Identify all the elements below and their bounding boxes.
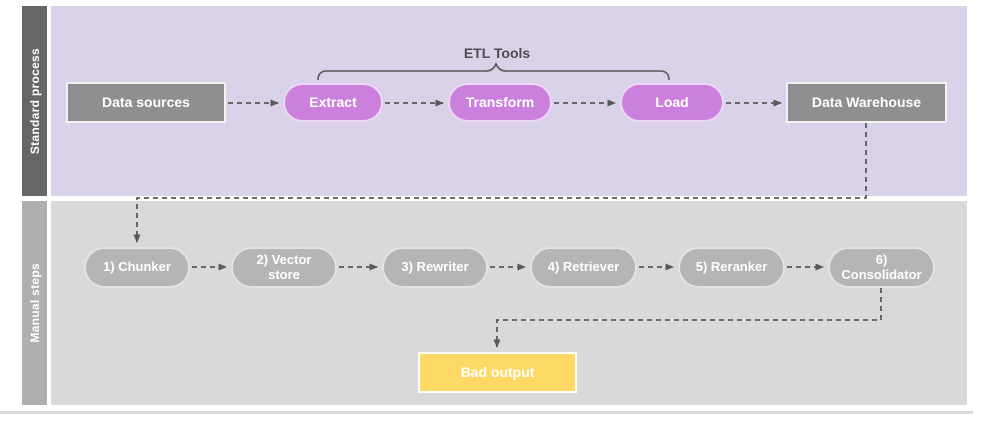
node-consolidator: 6) Consolidator (828, 247, 935, 288)
node-bad-output: Bad output (418, 352, 577, 393)
node-rewriter-label: 3) Rewriter (401, 259, 469, 275)
node-data-warehouse-label: Data Warehouse (811, 94, 922, 111)
node-transform: Transform (448, 83, 552, 122)
node-chunker: 1) Chunker (84, 247, 190, 288)
node-transform-label: Transform (465, 94, 535, 111)
node-load: Load (620, 83, 724, 122)
node-extract: Extract (283, 83, 383, 122)
lane-label-standard-process-text: Standard process (27, 47, 42, 155)
lane-label-standard-process: Standard process (22, 6, 47, 196)
node-retriever-label: 4) Retriever (547, 259, 620, 275)
node-extract-label: Extract (309, 94, 357, 111)
diagram-bottom-divider (0, 411, 973, 414)
node-load-label: Load (655, 94, 689, 111)
node-data-warehouse: Data Warehouse (786, 82, 947, 123)
node-consolidator-label: 6) Consolidator (841, 251, 922, 282)
node-reranker-label: 5) Reranker (695, 259, 768, 275)
node-vector-store-label: 2) Vector store (256, 251, 312, 282)
node-vector-store: 2) Vector store (231, 247, 337, 288)
node-data-sources: Data sources (66, 82, 226, 123)
node-rewriter: 3) Rewriter (382, 247, 488, 288)
node-data-sources-label: Data sources (102, 94, 190, 111)
node-chunker-label: 1) Chunker (103, 259, 171, 275)
etl-tools-group-label: ETL Tools (463, 45, 531, 61)
lane-label-manual-steps: Manual steps (22, 201, 47, 405)
node-bad-output-label: Bad output (460, 364, 535, 381)
lane-label-manual-steps-text: Manual steps (27, 263, 42, 343)
node-reranker: 5) Reranker (678, 247, 785, 288)
node-retriever: 4) Retriever (530, 247, 637, 288)
